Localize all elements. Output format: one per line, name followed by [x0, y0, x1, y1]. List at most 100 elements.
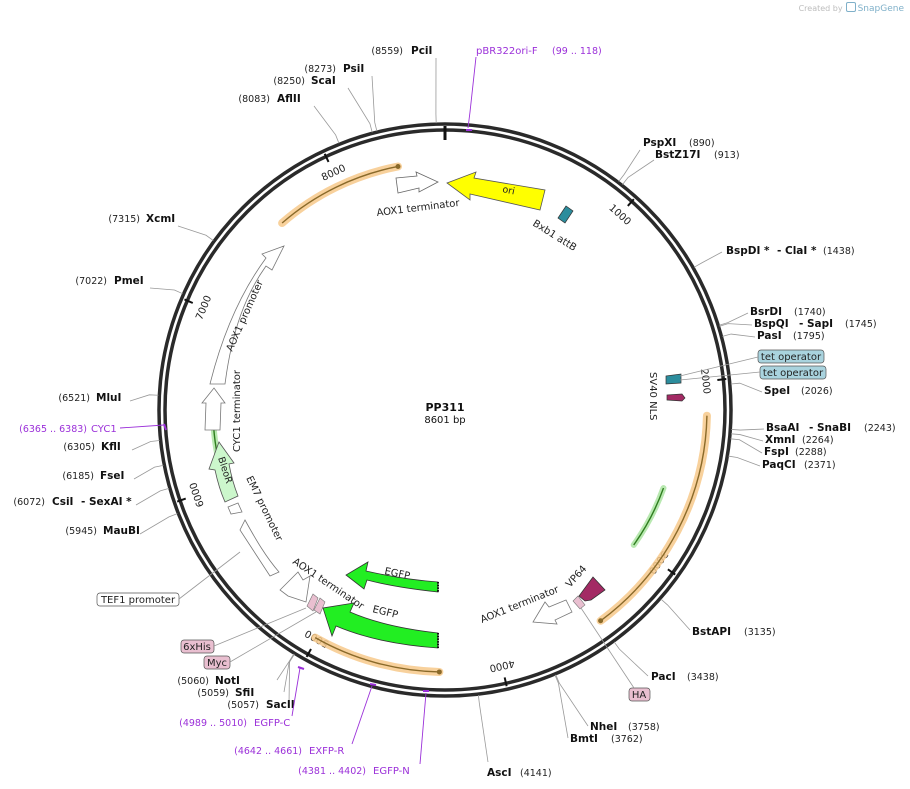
- pbr322-pos: (99 .. 118): [552, 46, 602, 57]
- enzyme-paci[interactable]: PacI (3438): [651, 671, 719, 683]
- enzyme-sacii[interactable]: (5057) SacII: [227, 699, 294, 711]
- bspqi-pos: (1745): [845, 319, 877, 330]
- enzyme-mlui[interactable]: (6521) MluI: [58, 392, 121, 404]
- his-tag-mark: [306, 593, 319, 612]
- aox1-terminator-top-feature[interactable]: AOX1 terminator: [376, 171, 461, 219]
- enzyme-leader-7: [131, 440, 160, 451]
- tick-mark-7000: [184, 298, 194, 304]
- bstz17i-pos: (913): [714, 150, 740, 161]
- vp64-label: VP64: [564, 564, 589, 590]
- bxb1-attb-feature[interactable]: Bxb1 attB: [530, 205, 578, 254]
- noti-pos: (5060): [177, 676, 209, 687]
- credit-brand: SnapGene: [857, 4, 904, 14]
- enzyme-leader-8: [133, 464, 164, 480]
- tick-label-7000: 7000: [194, 294, 214, 322]
- cyc1-pos: (6365 .. 6383): [19, 424, 87, 435]
- his-tag-box[interactable]: 6xHis: [180, 639, 215, 654]
- kfli-name: KflI: [101, 441, 121, 453]
- enzyme-kfli[interactable]: (6305) KflI: [63, 441, 120, 453]
- tick-mark-8000: [323, 153, 330, 163]
- enzyme-fsei[interactable]: (6185) FseI: [62, 470, 124, 482]
- egfpn-pos: (4381 .. 4402): [298, 766, 366, 777]
- bleor-feature[interactable]: BleoR: [208, 441, 239, 503]
- enzyme-leader-24: [728, 455, 761, 467]
- enzyme-spei[interactable]: SpeI (2026): [764, 385, 833, 397]
- ha-tag-box[interactable]: HA: [628, 687, 651, 702]
- enzyme-pcil[interactable]: (8559) PciI: [371, 45, 432, 57]
- enzyme-xmni[interactable]: XmnI (2264): [765, 434, 834, 446]
- enzyme-noti[interactable]: (5060) NotI: [177, 675, 240, 687]
- enzyme-scal[interactable]: (8250) ScaI: [273, 75, 335, 87]
- myc-tag-box[interactable]: Myc: [203, 655, 231, 670]
- enzyme-fspi[interactable]: FspI (2288): [764, 446, 827, 458]
- enzyme-pspxi[interactable]: PspXI (890): [643, 137, 715, 149]
- enzyme-leader-9: [135, 488, 170, 506]
- enzyme-csii-sexai[interactable]: (6072) CsiI - SexAI *: [13, 496, 132, 508]
- paqci-pos: (2371): [804, 460, 836, 471]
- csii-name: CsiI: [52, 496, 73, 508]
- enzyme-nhei[interactable]: NheI (3758): [590, 721, 660, 733]
- enzyme-leader-12: [283, 653, 295, 693]
- vp64-feature[interactable]: VP64: [564, 564, 606, 602]
- tef1-promoter-feature[interactable]: [239, 519, 280, 577]
- credit-prefix: Created by: [798, 4, 843, 13]
- sfii-pos: (5059): [197, 688, 229, 699]
- enzyme-sfii[interactable]: (5059) SfiI: [197, 687, 254, 699]
- enzyme-maubi[interactable]: (5945) MauBI: [65, 525, 140, 537]
- tet-operator-box-2[interactable]: tet operator: [759, 365, 827, 380]
- orf-arcs: [210, 162, 711, 676]
- enzyme-paqci[interactable]: PaqCI (2371): [762, 459, 836, 471]
- aox1-terminator-right-feature[interactable]: AOX1 terminator: [479, 584, 573, 626]
- enzyme-leader-4: [177, 225, 214, 241]
- enzyme-bmti[interactable]: BmtI (3762): [570, 733, 643, 745]
- snabi-name: SnaBI: [817, 422, 851, 434]
- nhei-pos: (3758): [628, 722, 660, 733]
- enzyme-pasi[interactable]: PasI (1795): [757, 330, 825, 342]
- em7-promoter-feature[interactable]: EM7 promoter: [227, 474, 285, 544]
- pmei-name: PmeI: [114, 275, 144, 287]
- plasmid-name: PP311: [425, 401, 464, 414]
- enzyme-psil[interactable]: (8273) PsiI: [304, 63, 364, 75]
- enzyme-pmei[interactable]: (7022) PmeI: [75, 275, 143, 287]
- primer-exfp-r[interactable]: (4642 .. 4661) EXFP-R: [234, 683, 377, 757]
- sexai-name: SexAI *: [89, 496, 132, 508]
- aflii-pos: (8083): [238, 94, 270, 105]
- tick-mark-6000: [176, 497, 187, 503]
- enzyme-leader-5: [149, 287, 183, 295]
- enzyme-bsrdi[interactable]: BsrDI (1740): [750, 306, 826, 318]
- tet-operator-label-1: tet operator: [761, 352, 822, 363]
- orf-arc-top-left: [281, 165, 399, 224]
- tet-operator-box-1[interactable]: tet operator: [757, 349, 825, 364]
- ori-feature[interactable]: ori: [446, 171, 546, 211]
- enzyme-aflii[interactable]: (8083) AflII: [238, 93, 300, 105]
- enzyme-xcmi[interactable]: (7315) XcmI: [108, 213, 175, 225]
- egfp-feature-2[interactable]: EGFP: [322, 602, 439, 649]
- cyc1-terminator-label: CYC1 terminator: [232, 369, 243, 452]
- bsaai-name: BsaAI: [766, 422, 799, 434]
- sv40-nls-feature[interactable]: SV40 NLS: [647, 372, 686, 421]
- primer-egfp-n[interactable]: (4381 .. 4402) EGFP-N: [298, 690, 429, 777]
- maubi-name: MauBI: [103, 525, 140, 537]
- fspi-pos: (2288): [795, 447, 827, 458]
- cyc1-terminator-feature[interactable]: CYC1 terminator: [201, 369, 243, 452]
- enzyme-bstapi[interactable]: BstAPI (3135): [692, 626, 776, 638]
- ori-label: ori: [501, 184, 515, 197]
- primer-egfp-c[interactable]: (4989 .. 5010) EGFP-C: [179, 666, 305, 729]
- primer-cyc1[interactable]: (6365 .. 6383) CYC1: [19, 423, 167, 435]
- primer-pbr322ori-f[interactable]: pBR322ori-F (99 .. 118): [466, 46, 602, 131]
- enzyme-asci[interactable]: AscI (4141): [487, 767, 552, 779]
- egfp-feature-1[interactable]: EGFP: [345, 561, 439, 593]
- enzyme-leader-14: [618, 149, 641, 182]
- enzyme-bsaai-snabi[interactable]: BsaAI - SnaBI (2243): [766, 422, 896, 434]
- aox1-promoter-feature[interactable]: AOX1 promoter: [209, 245, 285, 385]
- enzyme-bspqi-sapi[interactable]: BspQI - SapI (1745): [754, 318, 877, 330]
- enzyme-leader-15: [622, 159, 655, 185]
- xcmi-name: XcmI: [146, 213, 175, 225]
- enzyme-bspdi-clai[interactable]: BspDI * - ClaI * (1438): [726, 245, 855, 257]
- orf-arc-right: [600, 415, 708, 622]
- tef1-promoter-box[interactable]: TEF1 promoter: [96, 592, 180, 607]
- enzyme-bstz17i[interactable]: BstZ17I (913): [655, 149, 740, 161]
- egfp-label-1: EGFP: [383, 566, 411, 582]
- xcmi-pos: (7315): [108, 214, 140, 225]
- egfpc-pos: (4989 .. 5010): [179, 718, 247, 729]
